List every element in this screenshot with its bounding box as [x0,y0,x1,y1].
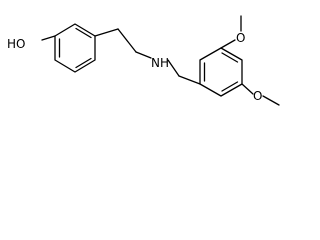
ethyl-chain [94,28,152,59]
amine-label: NH [151,56,169,70]
benzyl-linker [167,59,201,85]
hydroxyl-label: HO [7,37,25,51]
methoxy-bottom-oxygen-label: O [253,89,262,103]
methoxy-top-oxygen-label: O [236,31,245,45]
methoxy-group-bottom [241,83,280,106]
phenol-ring [54,23,96,73]
hydroxyl-bond [41,35,56,41]
chemical-structure: HO NH O O [7,15,280,106]
methoxy-group-top [220,15,242,49]
dimethoxyphenyl-ring [199,47,243,97]
